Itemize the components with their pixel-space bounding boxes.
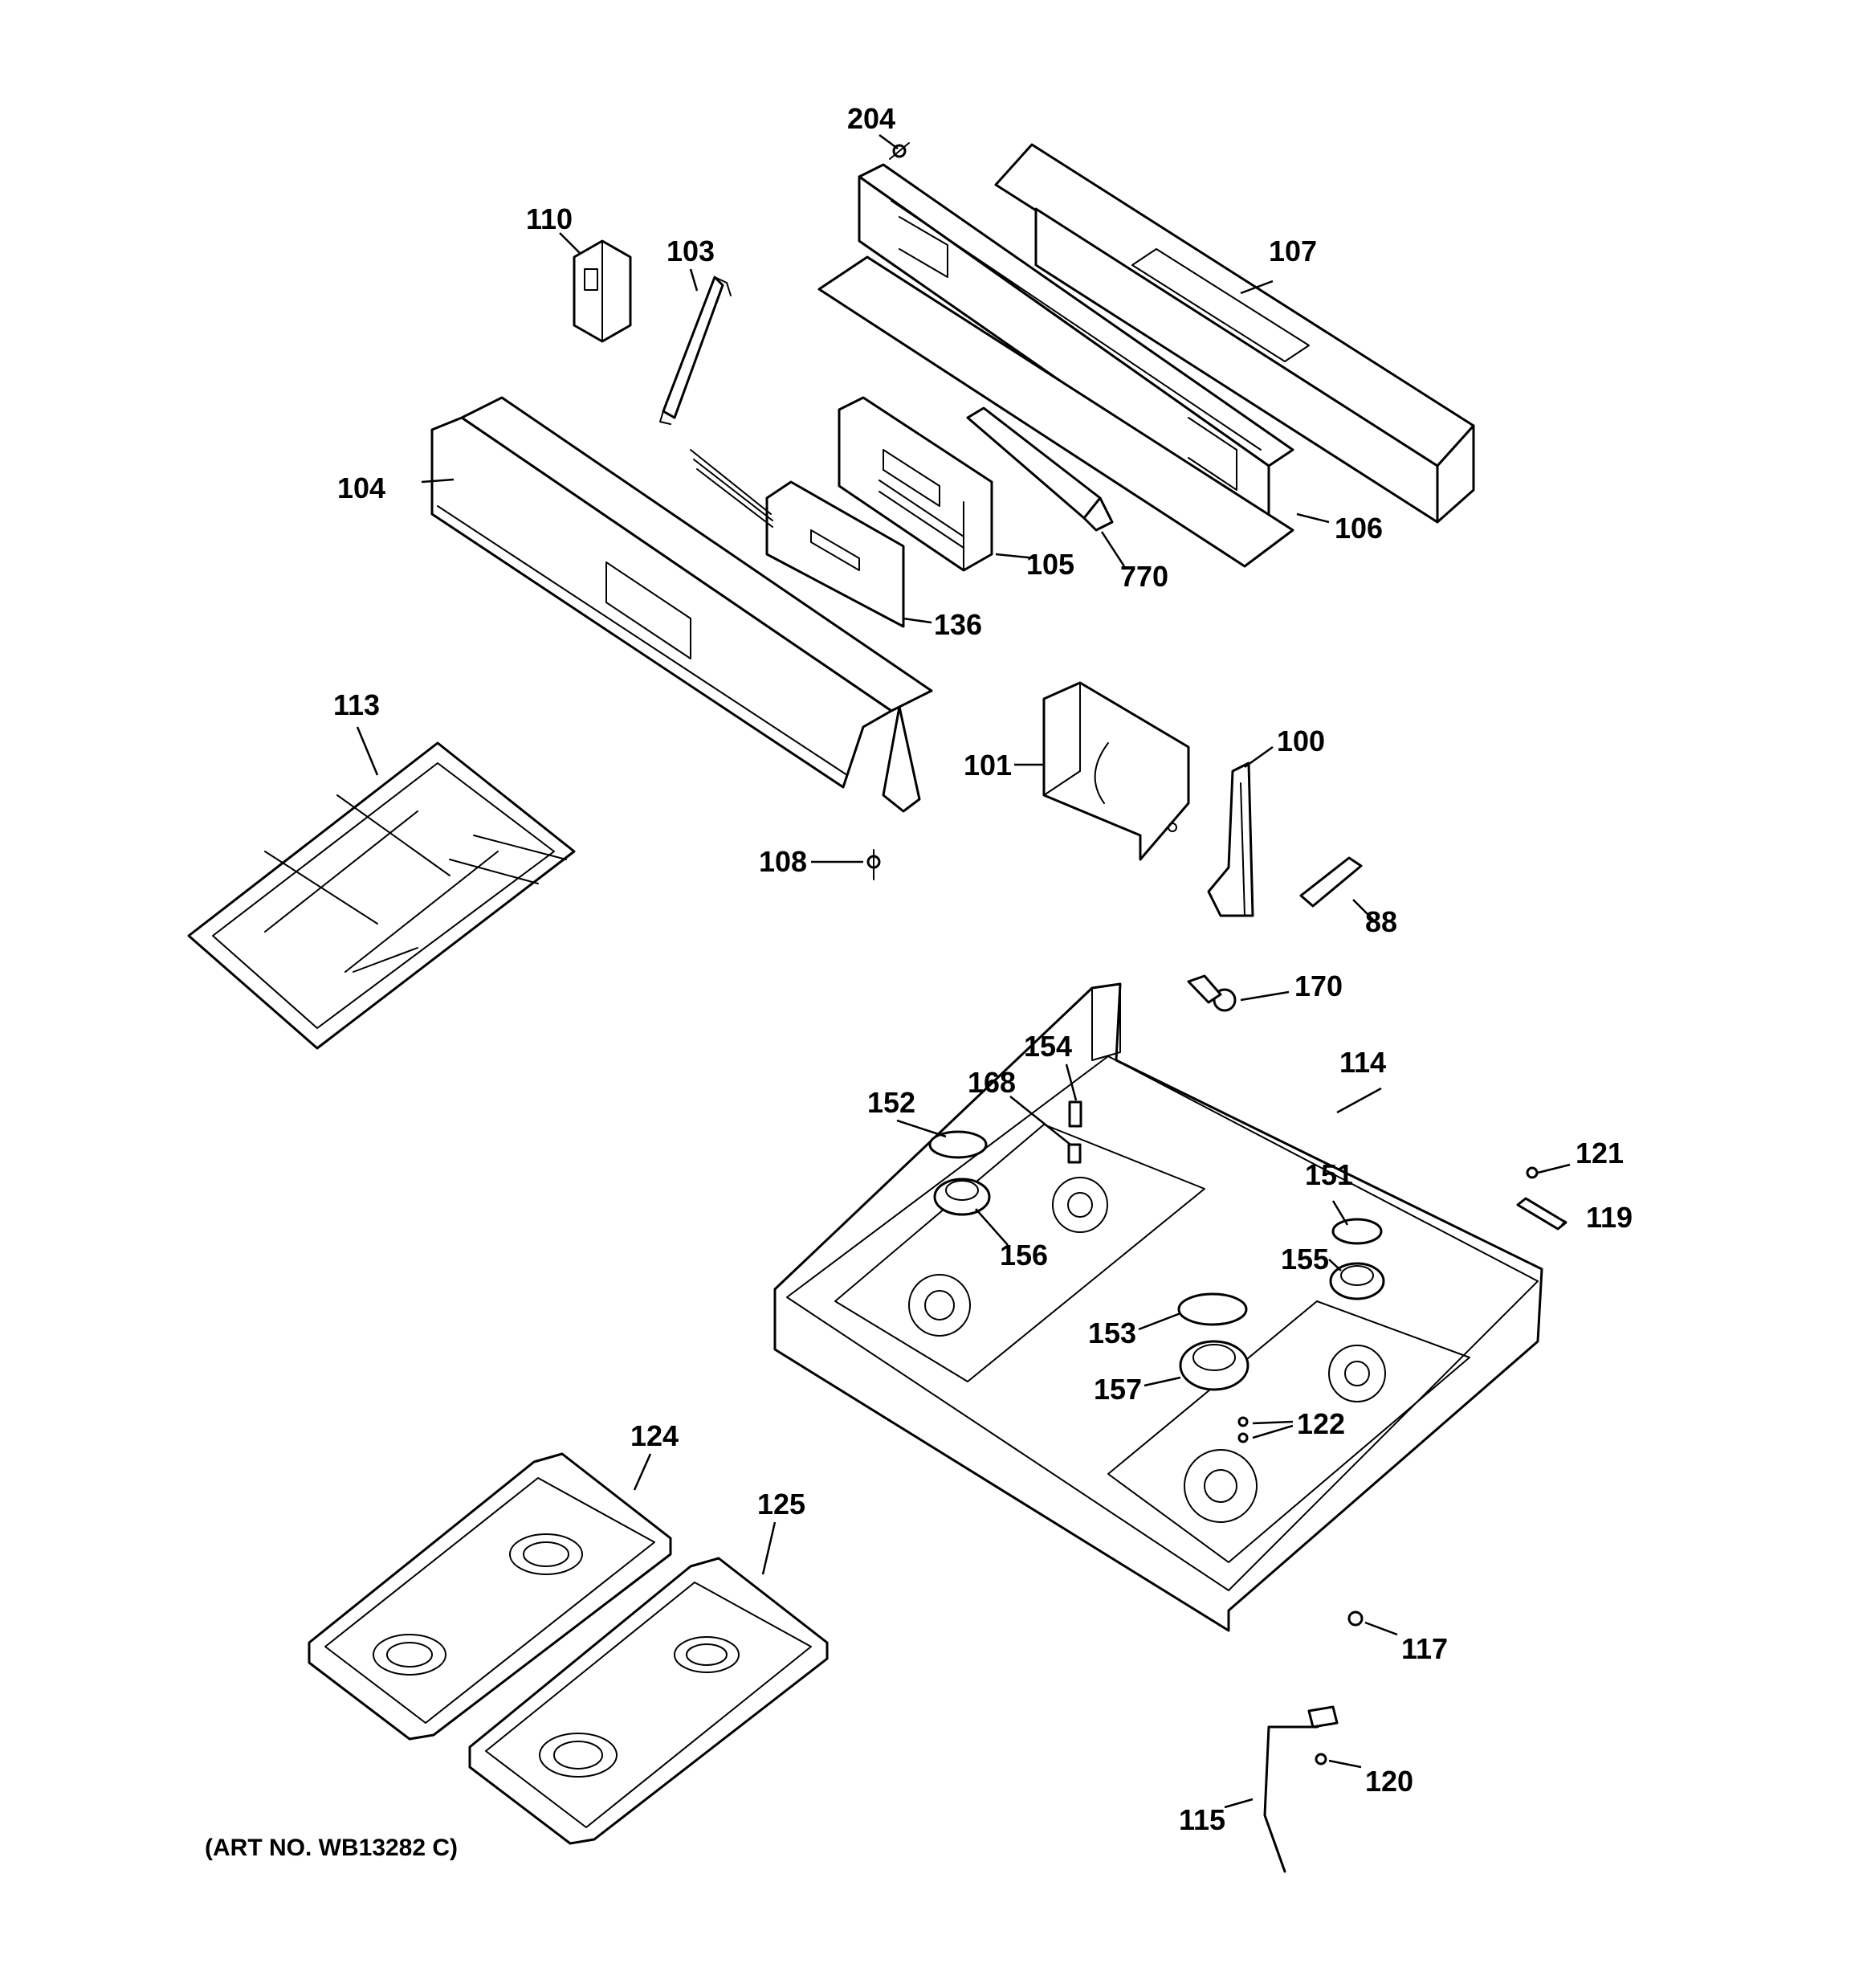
label-110: 110: [526, 202, 573, 235]
part-88-clip: [1299, 856, 1363, 908]
part-117-nut: [1347, 1610, 1364, 1627]
part-114-cooktop: [773, 982, 1543, 1632]
part-151-burner-cap: [1331, 1218, 1383, 1245]
part-136-overlay: [690, 449, 905, 628]
label-156: 156: [1000, 1239, 1048, 1272]
part-154-orifice: [1068, 1100, 1082, 1128]
label-113: 113: [333, 688, 380, 721]
part-152-burner-cap: [928, 1130, 988, 1159]
label-119: 119: [1586, 1201, 1633, 1234]
part-125-drip-pan: [468, 1557, 829, 1845]
label-103: 103: [667, 235, 715, 267]
label-154: 154: [1024, 1030, 1072, 1063]
part-100-bracket: [1207, 761, 1254, 917]
part-108-screw: [866, 849, 881, 880]
label-107: 107: [1269, 235, 1317, 267]
part-101-heat-shield: [1042, 681, 1190, 861]
part-105-control-board: [838, 396, 993, 572]
part-113-grate: [187, 741, 576, 1050]
part-155-burner-head: [1329, 1262, 1385, 1300]
label-168: 168: [968, 1066, 1016, 1099]
part-156-burner-head: [933, 1178, 991, 1216]
label-125: 125: [757, 1488, 805, 1521]
part-168-spud: [1067, 1143, 1082, 1164]
part-122-fasteners: [1237, 1416, 1249, 1443]
part-110-bracket: [573, 239, 632, 343]
label-121: 121: [1576, 1137, 1624, 1170]
label-105: 105: [1026, 548, 1074, 581]
label-114: 114: [1339, 1046, 1386, 1079]
label-136: 136: [934, 608, 982, 641]
part-770-label: [966, 406, 1114, 532]
leader-lines: [356, 133, 1571, 1809]
part-104-control-panel: [430, 396, 933, 813]
label-104: 104: [337, 471, 385, 504]
label-101: 101: [964, 749, 1012, 782]
label-157: 157: [1094, 1373, 1142, 1406]
part-106-backsplash-frame: [817, 163, 1294, 568]
label-152: 152: [867, 1086, 915, 1119]
part-170-screw: [1187, 974, 1237, 1012]
label-153: 153: [1088, 1316, 1136, 1349]
label-204: 204: [847, 102, 895, 135]
label-124: 124: [630, 1419, 679, 1452]
art-number: (ART NO. WB13282 C): [205, 1835, 458, 1861]
part-120-screw: [1315, 1753, 1327, 1766]
label-117: 117: [1401, 1632, 1448, 1665]
label-100: 100: [1277, 725, 1325, 757]
label-115: 115: [1179, 1803, 1225, 1836]
part-103-wire-clip: [659, 276, 732, 425]
label-106: 106: [1335, 512, 1383, 545]
label-122: 122: [1297, 1407, 1345, 1440]
label-151: 151: [1305, 1158, 1353, 1191]
part-121-screw: [1526, 1166, 1539, 1179]
label-88: 88: [1365, 905, 1397, 938]
part-119-bracket: [1516, 1197, 1567, 1231]
part-153-burner-cap: [1177, 1292, 1248, 1326]
part-124-drip-pan: [308, 1452, 672, 1741]
label-170: 170: [1294, 970, 1343, 1002]
part-115-rod: [1263, 1705, 1339, 1873]
part-107-rear-panel: [994, 143, 1475, 524]
label-770: 770: [1120, 560, 1168, 593]
label-120: 120: [1365, 1765, 1413, 1798]
label-108: 108: [759, 845, 807, 878]
part-157-burner-head: [1179, 1340, 1249, 1391]
label-155: 155: [1281, 1243, 1329, 1276]
